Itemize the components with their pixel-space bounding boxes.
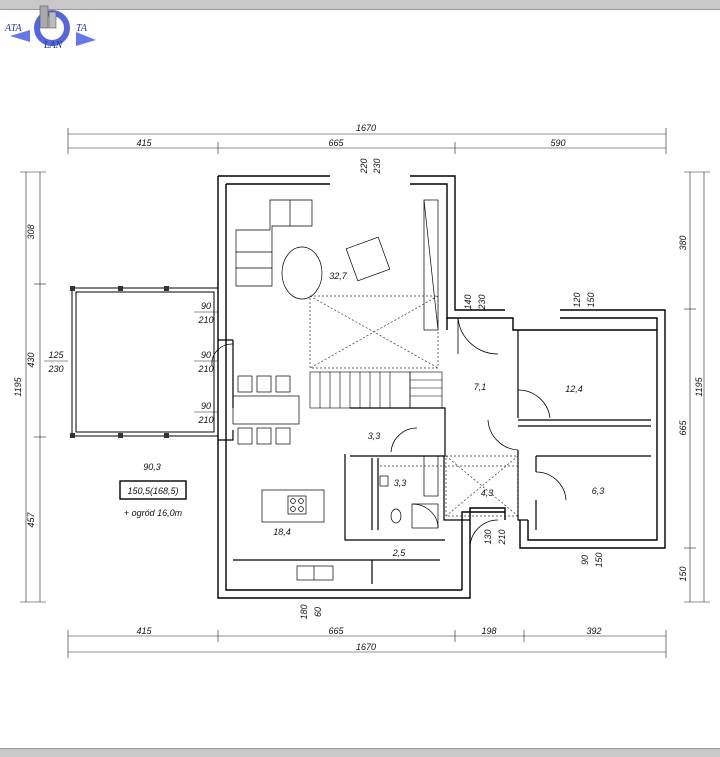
dim-door-w2-1: 90 [201,350,211,360]
dim-right-c: 150 [678,566,688,581]
dim-window-hall-2: 230 [477,294,487,310]
dim-bottom-c: 198 [481,626,496,636]
dim-top-total: 1670 [356,123,376,133]
logo-text-right: TA [76,23,88,34]
dim-door-w1-1: 90 [201,301,211,311]
terrace [70,286,219,438]
atatlan-logo: ATA TA LAN [4,5,96,51]
dim-bottom-a: 415 [136,626,152,636]
furniture [232,199,439,581]
dim-terrace-2: 230 [47,364,63,374]
dim-window-bed-2: 150 [586,292,596,307]
room-living-area: 32,7 [329,271,348,281]
dim-right-total: 1195 [694,376,704,396]
top-toolbar-strip [0,0,720,10]
dim-left-c: 457 [26,512,36,528]
room-pantry-area: 2,5 [392,548,407,558]
dim-door-w3-2: 210 [197,415,213,425]
summary-garden: + ogród 16,0m [124,508,183,518]
dim-top-a: 415 [136,138,152,148]
dim-right-b: 665 [678,420,688,436]
outer-walls [217,175,666,599]
room-bedroom1-area: 12,4 [565,384,583,394]
dim-right-a: 380 [678,235,688,250]
dimension-label-rules [44,311,218,413]
dim-door-w3-1: 90 [201,401,211,411]
dim-bottom-total: 1670 [356,642,376,652]
dim-door-w1-2: 210 [197,315,213,325]
doors [211,317,567,549]
dim-left-total: 1195 [13,376,23,396]
dim-door-w2-2: 210 [197,364,213,374]
dim-top-c: 590 [550,138,565,148]
area-summary: 90,3 150,5(168,5) + ogród 16,0m [119,462,187,518]
dim-terrace-1: 125 [48,350,64,360]
dim-window-hall-1: 140 [463,294,473,309]
bottom-toolbar-strip [0,748,720,757]
summary-total-box: 150,5(168,5) [127,486,178,496]
room-kitchen-area: 18,4 [273,527,291,537]
dim-window-top-1: 220 [359,158,369,174]
logo-text-left: ATA [4,23,23,34]
room-bath-area: 3,3 [394,478,407,488]
dim-top-b: 665 [328,138,344,148]
dim-window-bed-1: 120 [572,292,582,307]
logo-text-bottom: LAN [43,40,64,51]
room-stair-area: 3,3 [368,431,381,441]
dim-window-bed2-1: 90 [580,555,590,565]
dim-window-bed2-2: 150 [594,552,604,567]
dim-window-top-2: 230 [372,158,382,174]
room-labels: 32,7 7,1 12,4 6,3 3,3 3,3 4,3 18,4 2,5 [273,271,604,558]
summary-total-small: 90,3 [143,462,161,472]
dim-door-bottom-1: 130 [483,529,493,544]
dim-window-kitchen-2: 60 [313,607,323,617]
room-corridor-area: 4,3 [481,488,494,498]
dim-door-bottom-2: 210 [497,529,507,545]
dimension-labels: 1670 415 665 590 415 665 198 392 1670 30… [13,123,704,652]
dim-bottom-d: 392 [586,626,601,636]
dim-left-a: 308 [26,224,36,239]
staircase [309,371,443,409]
inner-walls [218,330,651,584]
dimension-lines [20,128,710,658]
void-lines [309,295,519,517]
room-bedroom2-area: 6,3 [592,486,605,496]
dim-bottom-b: 665 [328,626,344,636]
dim-left-b: 430 [26,352,36,367]
room-hall-area: 7,1 [474,382,487,392]
dim-window-kitchen-1: 180 [299,604,309,619]
